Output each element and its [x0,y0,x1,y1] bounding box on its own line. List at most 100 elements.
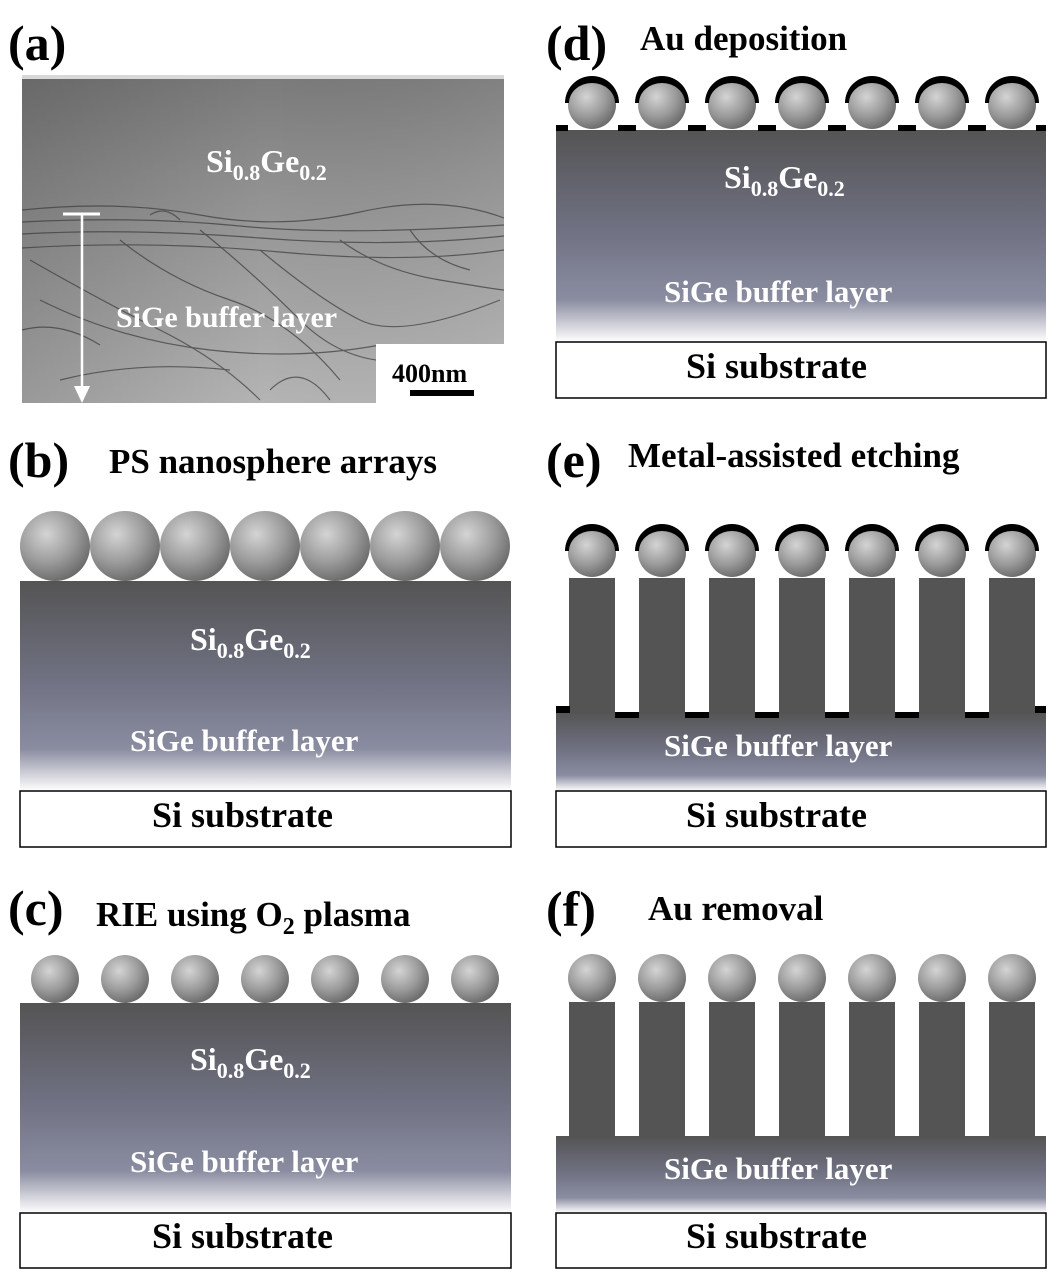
si-substrate [19,790,512,848]
scalebar [410,390,474,396]
au-film [895,712,919,718]
panel-d-title: Au deposition [640,19,847,58]
substrate-label: Si substrate [152,795,333,835]
ps-sphere [988,954,1036,1002]
ps-sphere [708,954,756,1002]
ps-sphere [568,529,616,577]
panel-d-label: (d) [546,15,607,71]
substrate-label: Si substrate [686,346,867,386]
au-coated-spheres [556,76,1046,131]
scalebar-label: 400nm [392,359,467,388]
au-cap [845,76,899,103]
ps-sphere [848,954,896,1002]
nanopillar [639,1002,685,1138]
au-cap [845,524,899,551]
au-cap [775,524,829,551]
au-cap [775,76,829,103]
ps-sphere [370,511,440,581]
nanopillar [919,578,965,714]
ps-sphere [381,955,429,1003]
nanopillar [569,578,615,714]
ps-sphere [708,529,756,577]
sige-label: Si0.8Ge0.2 [190,621,311,663]
au-film [688,125,706,131]
panel-c-title: RIE using O2 plasma [96,895,410,940]
tem-buffer-label: SiGe buffer layer [116,301,337,334]
buffer-base [556,712,1046,791]
sige-stack [556,130,1046,342]
au-cap [985,524,1039,551]
ps-sphere [160,511,230,581]
nanopillar [989,1002,1035,1138]
ps-sphere [778,81,826,129]
au-film [758,125,776,131]
ps-sphere [440,511,510,581]
nanopillar [709,1002,755,1138]
ps-sphere [300,511,370,581]
ps-sphere [90,511,160,581]
buffer-label: SiGe buffer layer [130,1144,359,1179]
ps-sphere [20,511,90,581]
nanopillar [639,578,685,714]
au-cap [635,524,689,551]
au-cap [985,76,1039,103]
au-film [965,712,989,718]
ps-sphere [988,81,1036,129]
buffer-label: SiGe buffer layer [664,728,893,763]
buffer-label: SiGe buffer layer [664,274,893,309]
ps-sphere [101,955,149,1003]
panel-c-label: (c) [8,880,64,936]
tem-sige-label: Si0.8Ge0.2 [206,143,327,185]
panel-f: (f) Au removal SiGe buffer layer Si subs… [546,881,1047,1269]
au-cap [565,76,619,103]
au-cap [635,76,689,103]
au-cap [705,524,759,551]
panel-c: (c) RIE using O2 plasma Si0.8Ge0.2 SiGe … [8,880,512,1269]
si-substrate [19,1212,512,1269]
ps-sphere [31,955,79,1003]
ps-sphere [778,954,826,1002]
nanopillar [569,1002,615,1138]
panel-e: (e) Metal-assisted etching SiGe buffer l… [546,432,1047,848]
nanopillar [989,578,1035,714]
panel-d: (d) Au deposition Si0.8Ge0.2 SiGe buffer… [546,15,1047,399]
panel-f-title: Au removal [648,889,824,928]
panel-e-label: (e) [546,432,602,488]
nanopillar [849,1002,895,1138]
ps-sphere [311,955,359,1003]
au-film [685,712,709,718]
buffer-label: SiGe buffer layer [130,723,359,758]
panel-e-title: Metal-assisted etching [628,436,960,475]
ps-sphere [171,955,219,1003]
buffer-label: SiGe buffer layer [664,1151,893,1186]
thickness-arrow [63,212,100,403]
panel-b-title: PS nanosphere arrays [109,442,437,481]
ps-sphere [241,955,289,1003]
ps-sphere [918,954,966,1002]
ps-sphere [918,529,966,577]
ps-sphere [988,529,1036,577]
au-film [825,712,849,718]
ps-sphere [451,955,499,1003]
nanopillar [779,1002,825,1138]
ps-sphere [778,529,826,577]
final-nanopillars [568,954,1036,1138]
si-substrate [555,341,1047,399]
panel-b-label: (b) [8,432,69,488]
ps-sphere [638,954,686,1002]
ps-sphere [848,529,896,577]
au-cap [705,76,759,103]
ps-spheres [20,511,510,581]
ps-sphere [638,81,686,129]
ps-sphere [918,81,966,129]
au-film [1035,706,1046,713]
au-cap [565,524,619,551]
substrate-label: Si substrate [152,1216,333,1256]
nanopillar [919,1002,965,1138]
ps-sphere [568,81,616,129]
au-film [618,125,636,131]
au-cap [915,524,969,551]
shrunk-ps-spheres [31,955,499,1003]
au-film [556,706,570,713]
au-film [898,125,916,131]
